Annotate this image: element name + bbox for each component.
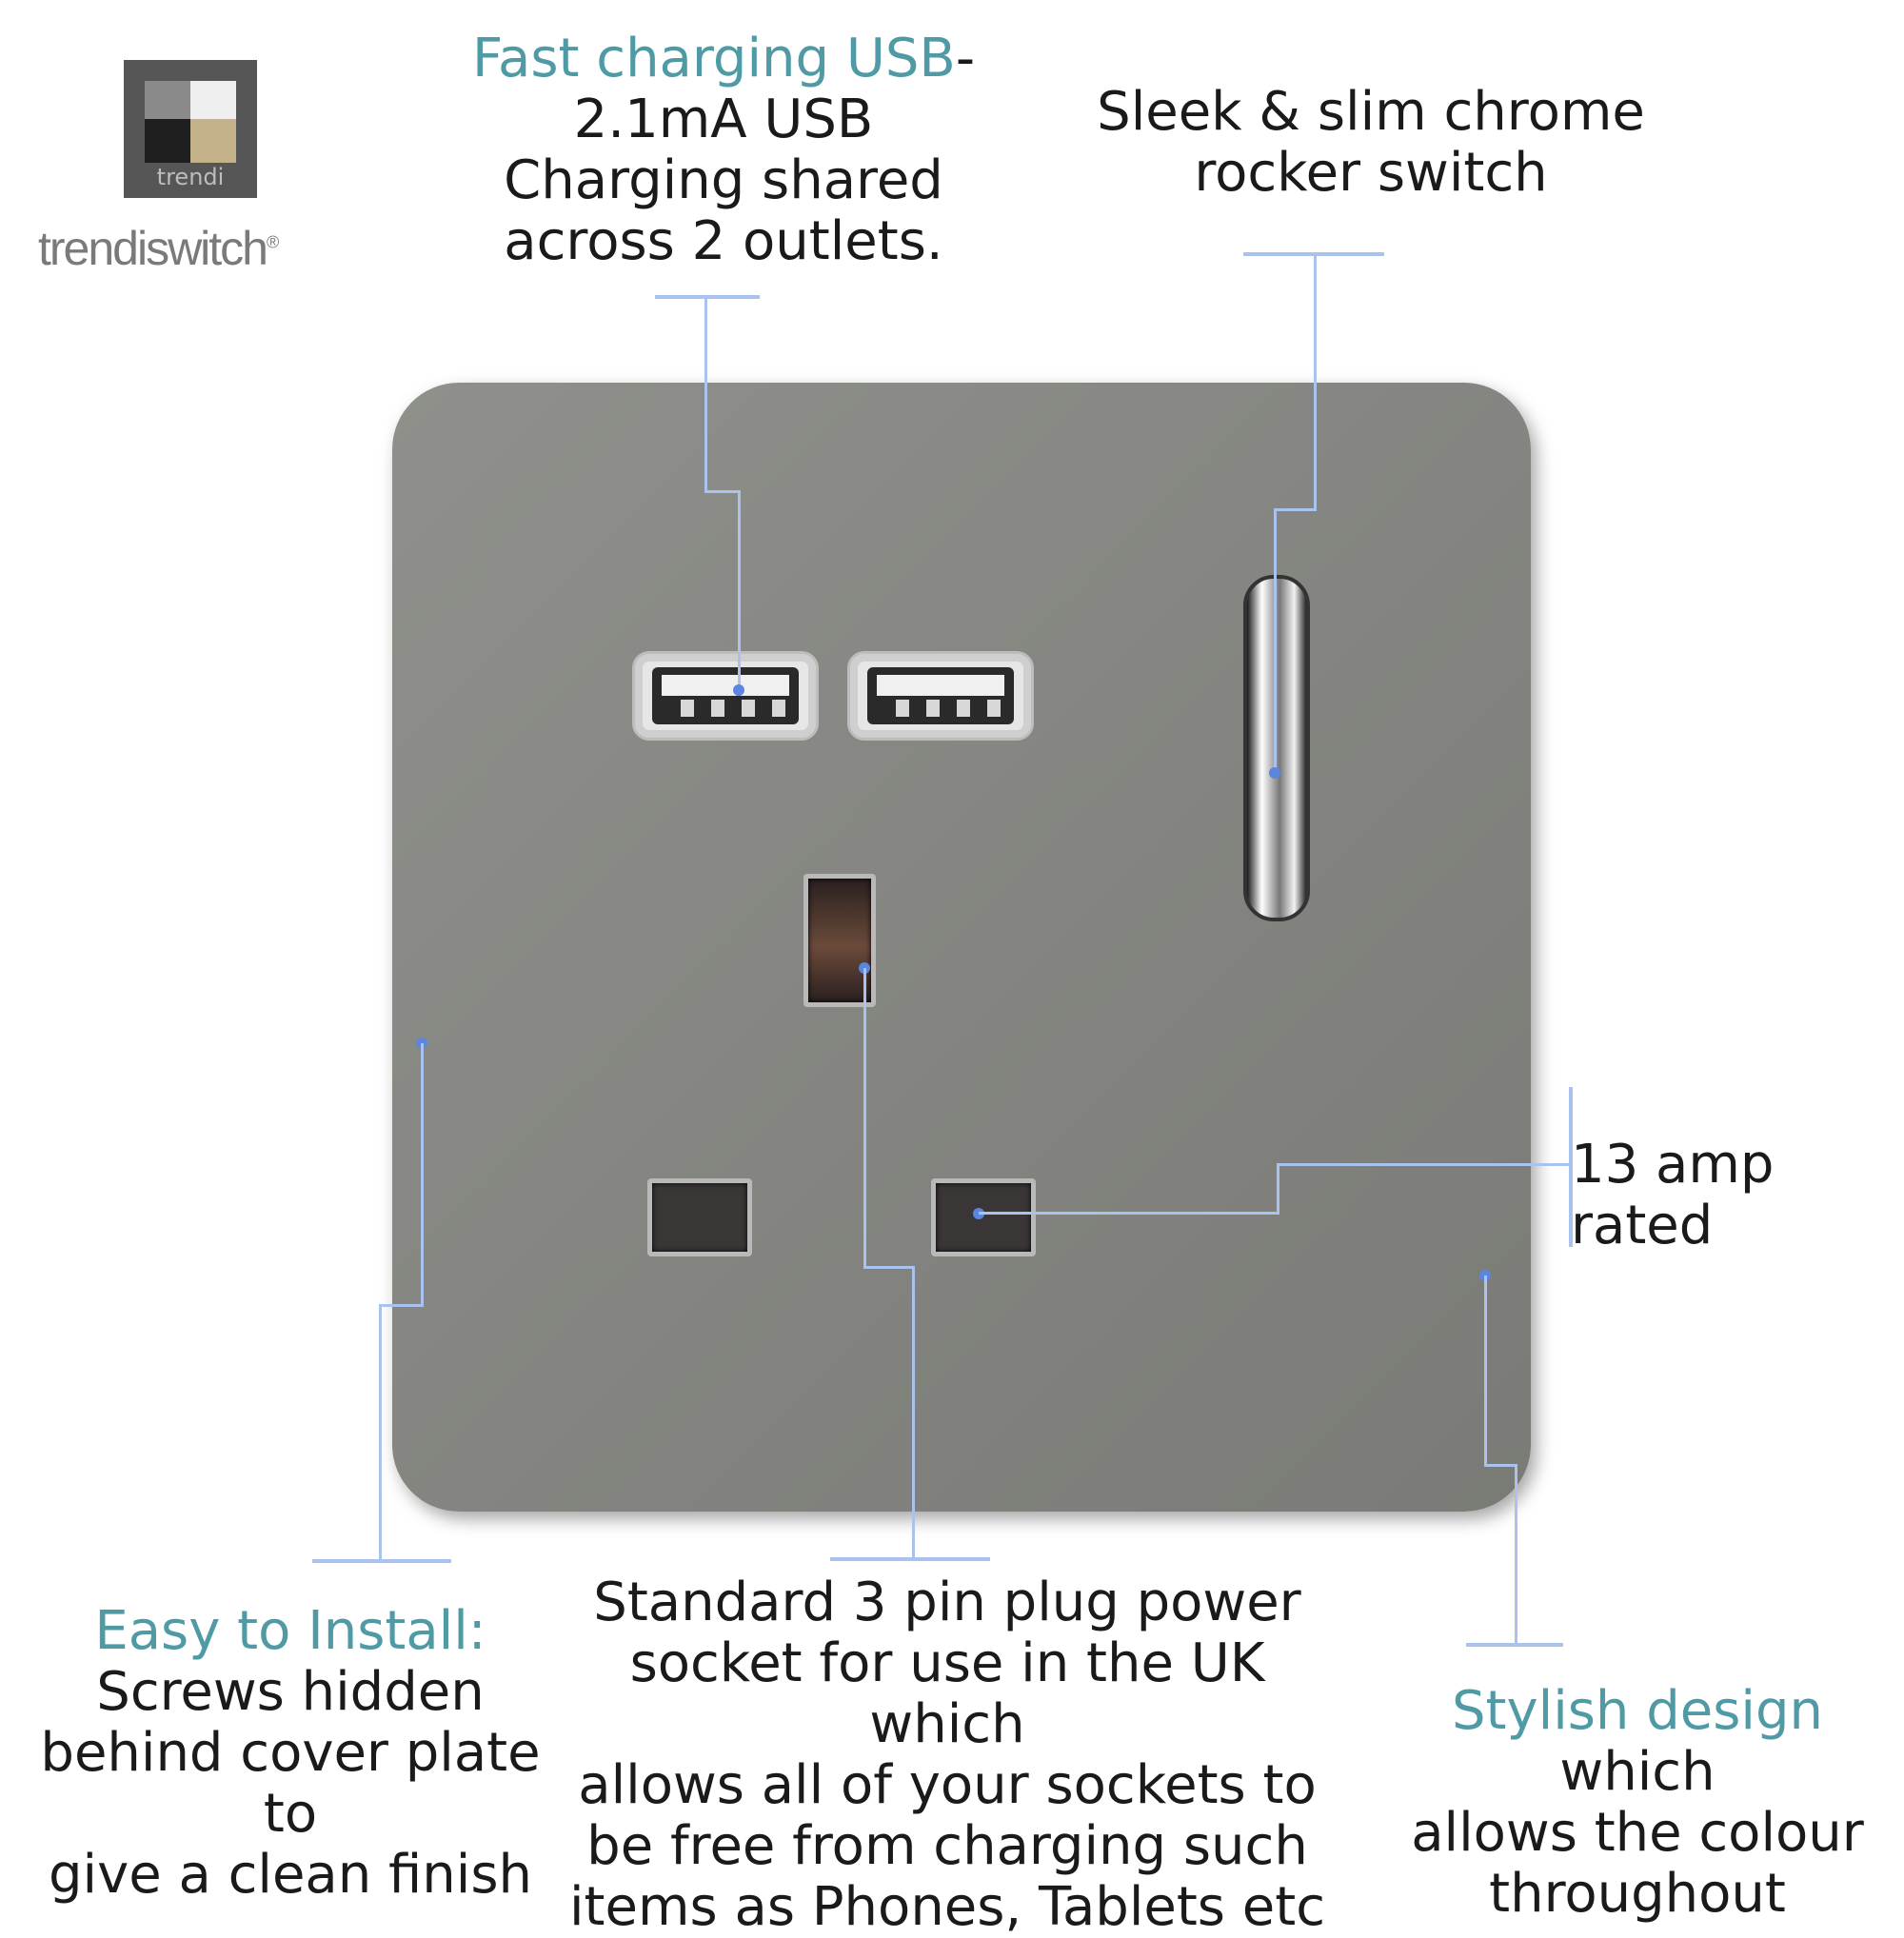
usb-callout-line: across 2 outlets.	[504, 210, 943, 272]
socket-leader-line	[830, 1557, 990, 1561]
switch-leader-line	[1314, 252, 1317, 511]
switch-callout-line: rocker switch	[1194, 142, 1548, 204]
socket-callout-line: socket for use in the UK which	[629, 1632, 1265, 1755]
design-callout: Stylish design which allows the colour t…	[1371, 1681, 1904, 1925]
amp-leader-line	[1277, 1163, 1572, 1166]
amp-callout-text: 13 amp rated	[1571, 1134, 1775, 1256]
design-leader-line	[1515, 1464, 1517, 1645]
usb-port-left	[632, 651, 819, 741]
socket-callout-line: be free from charging such	[586, 1815, 1308, 1877]
design-callout-title: Stylish design which	[1371, 1681, 1904, 1803]
switch-callout-line: Sleek & slim chrome	[1097, 81, 1645, 143]
install-callout-line: Screws hidden	[96, 1661, 485, 1723]
logo-registered-mark: ®	[267, 232, 279, 252]
switch-callout: Sleek & slim chrome rocker switch	[1085, 82, 1656, 204]
usb-callout-accent: Fast charging USB	[471, 28, 956, 89]
design-callout-line: throughout	[1489, 1863, 1786, 1925]
socket-leader-line	[863, 968, 866, 1268]
logo-sub-text: trendi	[156, 164, 225, 190]
install-leader-line	[312, 1559, 451, 1563]
switch-leader-line	[1274, 508, 1317, 511]
design-leader-line	[1484, 1276, 1487, 1466]
usb-leader-line	[704, 295, 707, 491]
design-leader-line	[1484, 1464, 1517, 1467]
earth-pin-hole	[803, 874, 876, 1007]
switch-leader-line	[1274, 508, 1277, 773]
amp-callout: 13 amp rated	[1571, 1135, 1904, 1256]
socket-plate	[392, 383, 1531, 1512]
install-callout-line: give a clean finish	[48, 1844, 533, 1906]
install-leader-line	[421, 1043, 424, 1306]
usb-leader-line	[655, 295, 760, 299]
install-leader-line	[379, 1304, 382, 1561]
socket-leader-line	[912, 1266, 915, 1559]
socket-callout-line: Standard 3 pin plug power	[593, 1572, 1301, 1633]
usb-callout-dash: -	[955, 28, 976, 89]
amp-leader-line	[979, 1212, 1279, 1215]
design-callout-rest: which	[1559, 1741, 1716, 1803]
live-pin-hole	[931, 1178, 1036, 1256]
usb-callout-title: Fast charging USB-	[457, 29, 990, 89]
logo-brand-text: trendiswitch	[38, 222, 268, 275]
logo-wordmark: trendiswitch®	[38, 221, 279, 276]
usb-leader-line	[704, 490, 741, 493]
install-callout-line: behind cover plate to	[40, 1722, 541, 1845]
install-callout: Easy to Install: Screws hidden behind co…	[10, 1601, 571, 1906]
design-leader-line	[1466, 1643, 1563, 1647]
usb-port-right	[847, 651, 1034, 741]
amp-leader-line	[1569, 1087, 1573, 1247]
switch-leader-dot	[1269, 767, 1280, 779]
amp-leader-line	[1277, 1163, 1279, 1215]
usb-callout: Fast charging USB- 2.1mA USB Charging sh…	[457, 29, 990, 272]
usb-leader-line	[738, 490, 741, 690]
rocker-switch	[1243, 575, 1310, 921]
design-callout-line: allows the colour	[1411, 1802, 1864, 1864]
neutral-pin-hole	[647, 1178, 752, 1256]
socket-callout-line: allows all of your sockets to	[578, 1754, 1317, 1816]
brand-logo: trendi	[124, 60, 257, 198]
install-callout-title: Easy to Install:	[94, 1600, 486, 1662]
usb-callout-line: 2.1mA USB	[573, 89, 874, 150]
usb-callout-line: Charging shared	[504, 149, 943, 211]
install-leader-line	[379, 1304, 424, 1307]
design-callout-accent: Stylish design	[1451, 1680, 1823, 1742]
socket-callout: Standard 3 pin plug power socket for use…	[562, 1572, 1333, 1938]
socket-leader-line	[863, 1266, 915, 1269]
usb-leader-dot	[733, 684, 744, 696]
logo-mark	[145, 81, 236, 163]
socket-callout-line: items as Phones, Tablets etc	[569, 1876, 1325, 1938]
